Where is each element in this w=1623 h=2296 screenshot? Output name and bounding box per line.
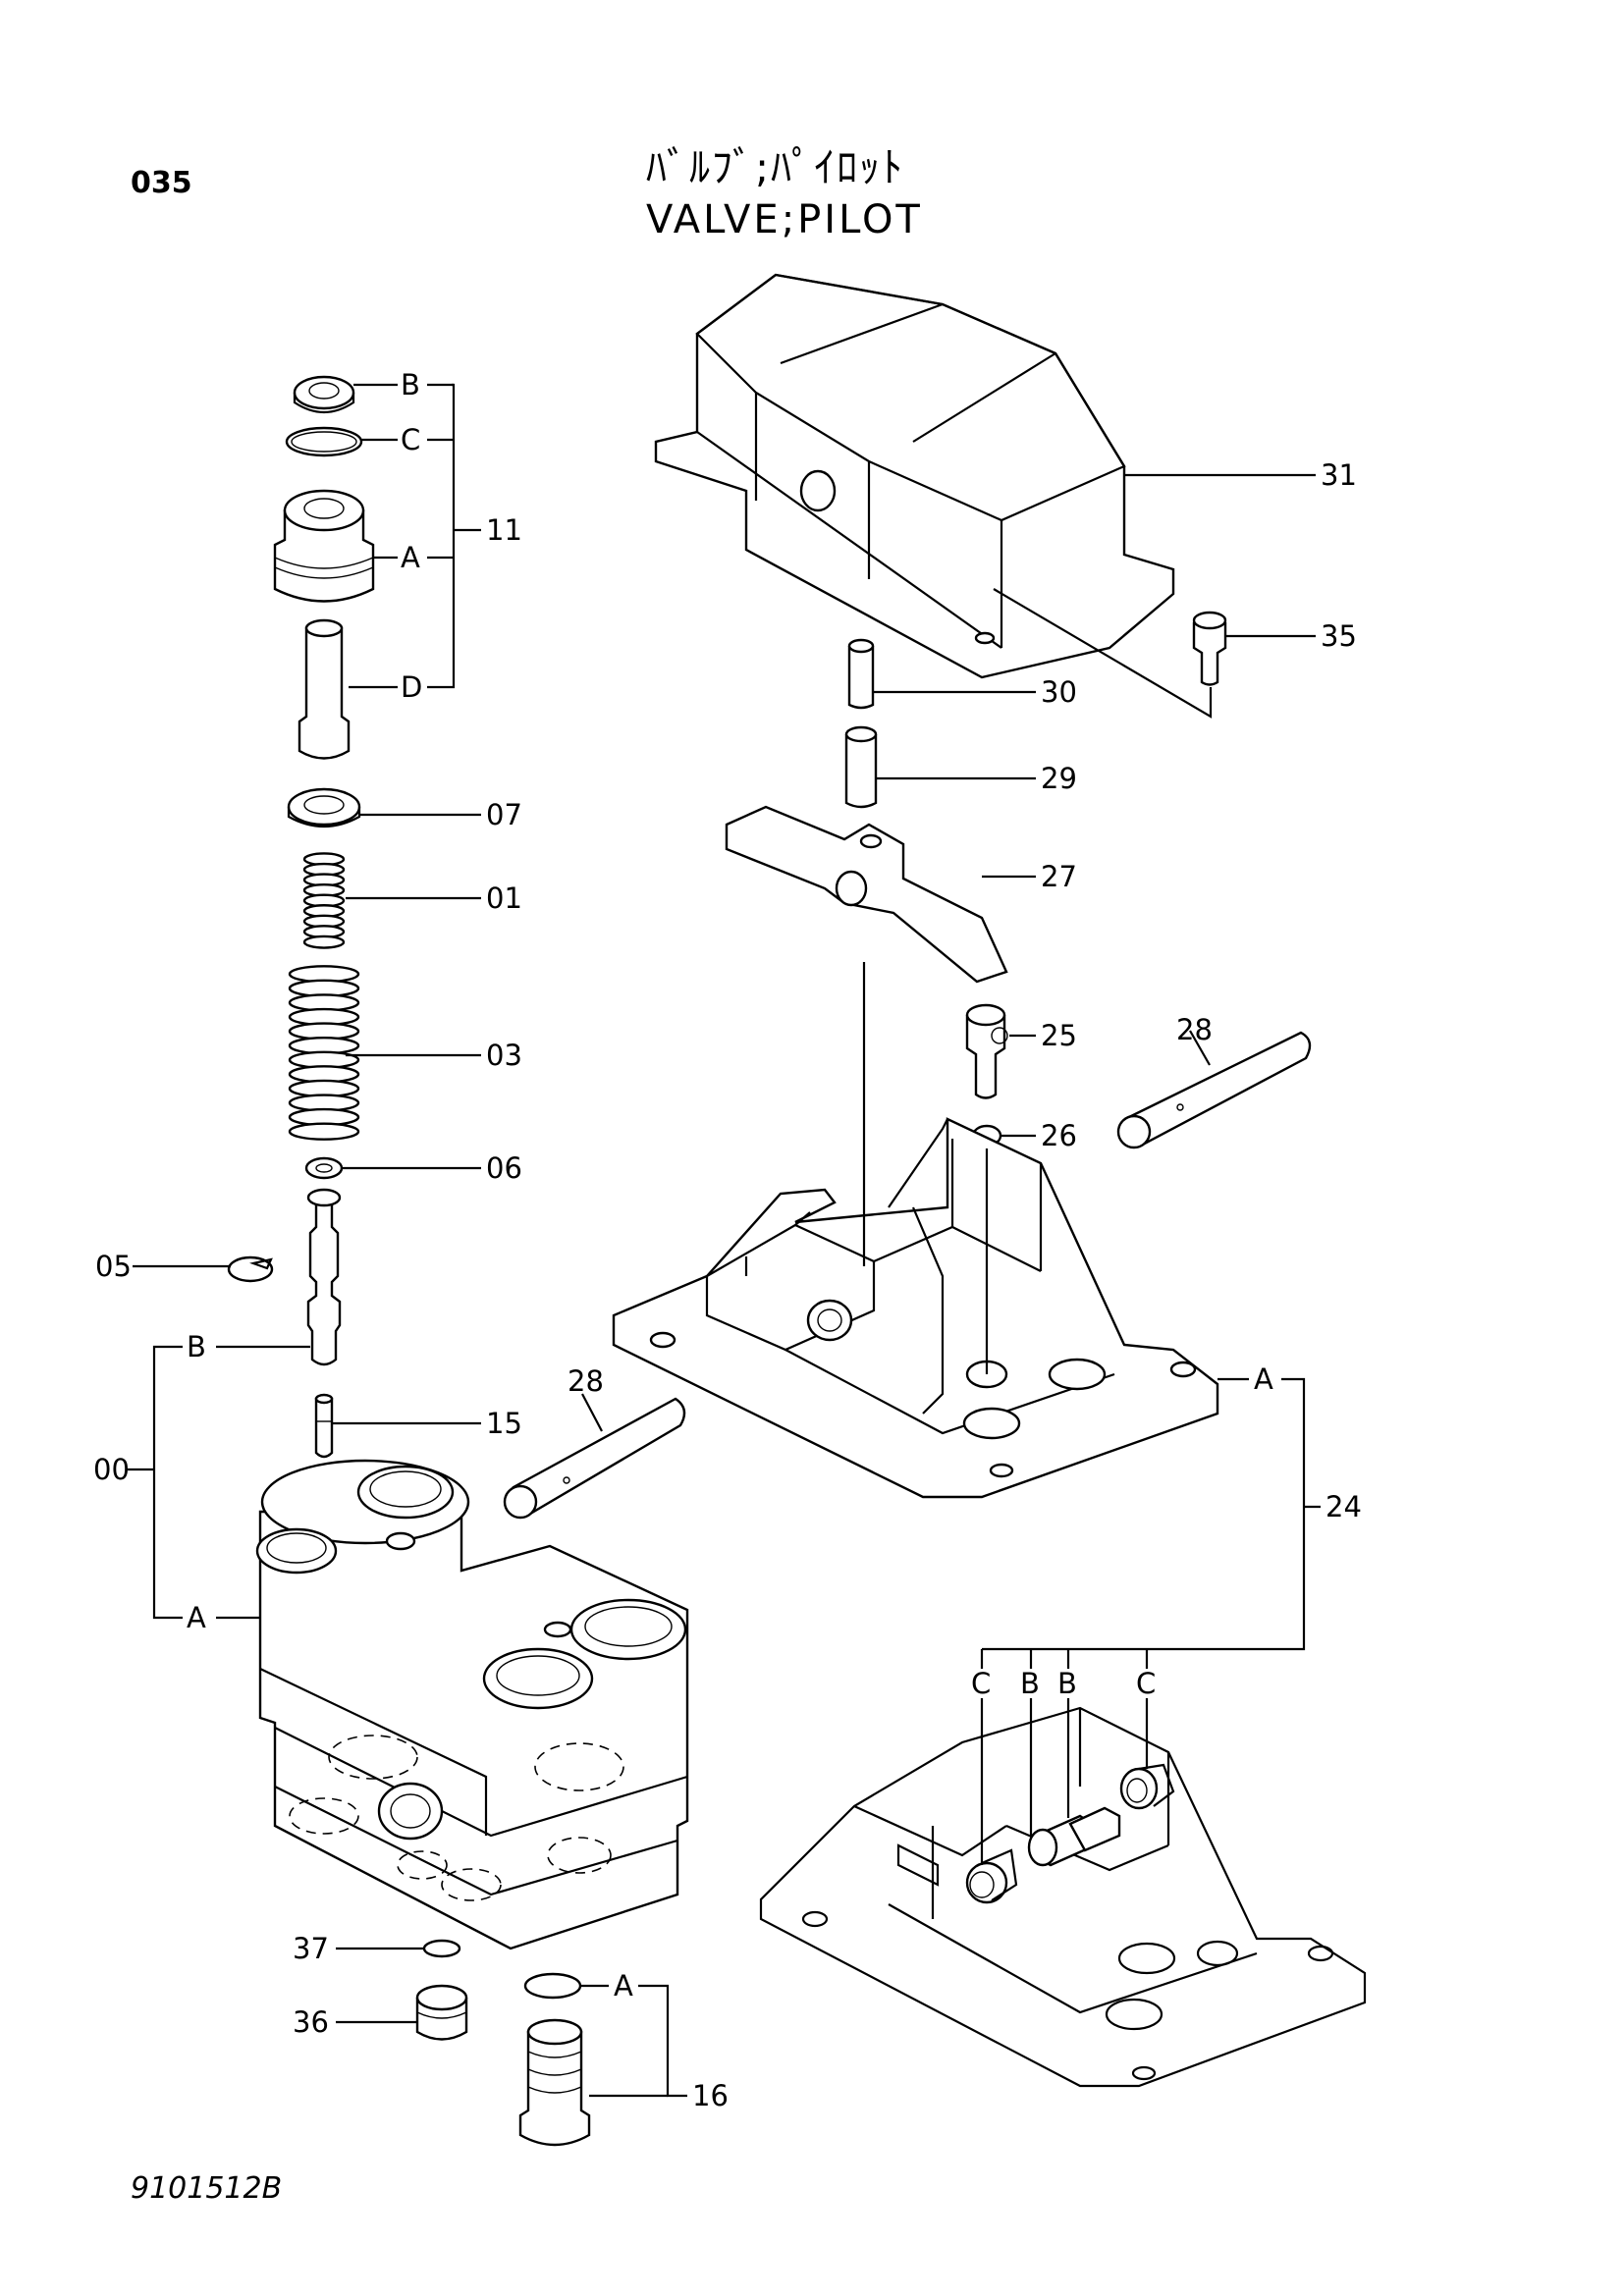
part-pin-28-upper bbox=[1116, 1031, 1312, 1149]
label-part-01: 01 bbox=[486, 881, 522, 915]
part-cam-27 bbox=[725, 805, 1008, 984]
part-rod-d bbox=[298, 618, 351, 760]
part-spool-b bbox=[306, 1188, 342, 1366]
label-sub-b3: B bbox=[1020, 1667, 1040, 1700]
label-sub-c2: C bbox=[971, 1667, 992, 1700]
part-casing-a bbox=[255, 1459, 689, 1950]
label-part-05: 05 bbox=[95, 1250, 132, 1283]
part-seal-b bbox=[293, 375, 355, 413]
label-part-06: 06 bbox=[486, 1151, 522, 1185]
part-seal-c-right bbox=[1119, 1763, 1175, 1810]
part-bushing-a bbox=[273, 489, 375, 603]
part-screw-25 bbox=[965, 1003, 1008, 1099]
label-sub-b1: B bbox=[401, 368, 420, 401]
part-plate-24-phantom bbox=[759, 1706, 1367, 2088]
label-part-26: 26 bbox=[1041, 1119, 1077, 1152]
part-oring-37 bbox=[422, 1939, 461, 1958]
label-sub-a3: A bbox=[614, 1969, 633, 2002]
title-japanese: ﾊﾞﾙﾌﾞ;ﾊﾟｲﾛｯﾄ bbox=[646, 143, 905, 191]
label-part-29: 29 bbox=[1041, 762, 1077, 795]
part-sleeve-29 bbox=[844, 725, 878, 809]
label-part-28-upper: 28 bbox=[1176, 1013, 1213, 1046]
drawing-number: 9101512B bbox=[131, 2171, 283, 2206]
label-sub-b2: B bbox=[187, 1330, 206, 1363]
part-sleeve-30 bbox=[847, 638, 875, 710]
part-boot-31 bbox=[654, 273, 1175, 679]
title-english: VALVE;PILOT bbox=[646, 197, 923, 242]
part-spring-03 bbox=[288, 965, 360, 1141]
label-part-11: 11 bbox=[486, 513, 522, 547]
part-seal-c-left bbox=[965, 1848, 1018, 1904]
label-part-24: 24 bbox=[1325, 1490, 1362, 1523]
label-part-03: 03 bbox=[486, 1039, 522, 1072]
label-part-36: 36 bbox=[293, 2005, 329, 2039]
label-sub-c1: C bbox=[401, 423, 421, 456]
part-oring-16a bbox=[523, 1972, 582, 2000]
label-part-07: 07 bbox=[486, 798, 522, 831]
part-washer-06 bbox=[304, 1156, 344, 1180]
part-plug-16 bbox=[518, 2018, 591, 2147]
part-spring-01 bbox=[302, 852, 346, 949]
label-part-31: 31 bbox=[1321, 458, 1357, 492]
part-plate-24a bbox=[612, 1117, 1219, 1499]
label-part-35: 35 bbox=[1321, 619, 1357, 653]
label-sub-b4: B bbox=[1057, 1667, 1077, 1700]
part-spring-seat-07 bbox=[287, 787, 361, 828]
label-part-16: 16 bbox=[692, 2079, 729, 2112]
part-bushing-b-pair bbox=[1027, 1806, 1121, 1867]
section-code: 035 bbox=[131, 166, 192, 200]
part-plug-36 bbox=[415, 1984, 468, 2041]
label-sub-d1: D bbox=[401, 670, 423, 704]
label-part-25: 25 bbox=[1041, 1019, 1077, 1052]
label-sub-c3: C bbox=[1136, 1667, 1157, 1700]
label-part-15: 15 bbox=[486, 1407, 522, 1440]
part-bolt-35 bbox=[1192, 611, 1227, 686]
part-retainer-05 bbox=[227, 1255, 274, 1283]
label-part-28-lower: 28 bbox=[568, 1364, 604, 1398]
part-pin-28-lower bbox=[503, 1397, 686, 1520]
label-part-37: 37 bbox=[293, 1932, 329, 1965]
part-oring-c bbox=[285, 426, 363, 457]
label-part-30: 30 bbox=[1041, 675, 1077, 709]
part-pin-15 bbox=[314, 1393, 334, 1459]
leader-lines bbox=[128, 383, 1321, 2098]
label-part-00: 00 bbox=[93, 1453, 130, 1486]
label-sub-a2: A bbox=[187, 1601, 206, 1634]
label-sub-a4: A bbox=[1254, 1362, 1273, 1396]
label-sub-a1: A bbox=[401, 541, 420, 574]
label-part-27: 27 bbox=[1041, 860, 1077, 893]
